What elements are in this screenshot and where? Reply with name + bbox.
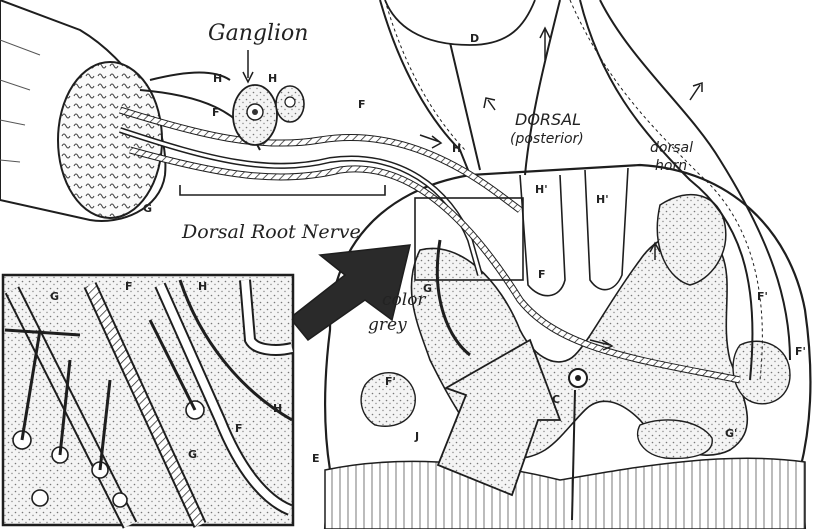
dorsal-horn-label-1: dorsal [650,140,693,156]
letter-h-1: H [213,72,222,85]
letter-f-prime-2: F' [795,345,806,358]
letter-f-5: F [235,422,243,435]
dorsal-column-right [585,168,628,290]
letter-h-3: H [452,142,461,155]
ventral-horn-right-upper [733,341,790,404]
nerve-trunk [0,0,165,221]
posterior-label: (posterior) [510,131,584,147]
letter-g-1: G [143,202,152,215]
letter-h-prime-2: H' [596,193,609,206]
letter-g-3: G [50,290,59,303]
tract-d [385,0,535,45]
dorsal-label: DORSAL [515,110,581,129]
letter-e: E [312,452,320,465]
letter-h-prime-1: H' [535,183,548,196]
letter-h-4: H [198,280,207,293]
letter-c: C [552,393,560,406]
ganglion-label: Ganglion [208,21,308,46]
bracket [180,185,385,195]
color-grey-label-1: color [382,290,426,310]
letter-g-prime: G' [725,427,737,440]
letter-g-4: G [188,448,197,461]
letter-h-5: H [273,402,282,415]
dorsal-root-nerve-text: Dorsal Root Nerve [181,221,361,243]
letter-d: D [470,32,479,45]
letter-j: J [414,430,419,443]
inset-panel [3,275,293,525]
letter-f-2: F [358,98,366,111]
letter-f-prime-3: F' [385,375,396,388]
dorsal-horn-label-2: horn [655,158,687,174]
dorsal-root-nerve-label: Dorsal Root Nerve [181,221,361,243]
letter-f-1: F [212,106,220,119]
letter-f-prime-1: F' [757,290,768,303]
letter-f-3: F [538,268,546,281]
letter-g-2: G [423,282,432,295]
color-grey-label-2: grey [368,315,407,335]
letter-h-2: H [268,72,277,85]
letter-f-4: F [125,280,133,293]
ganglion [233,50,304,145]
